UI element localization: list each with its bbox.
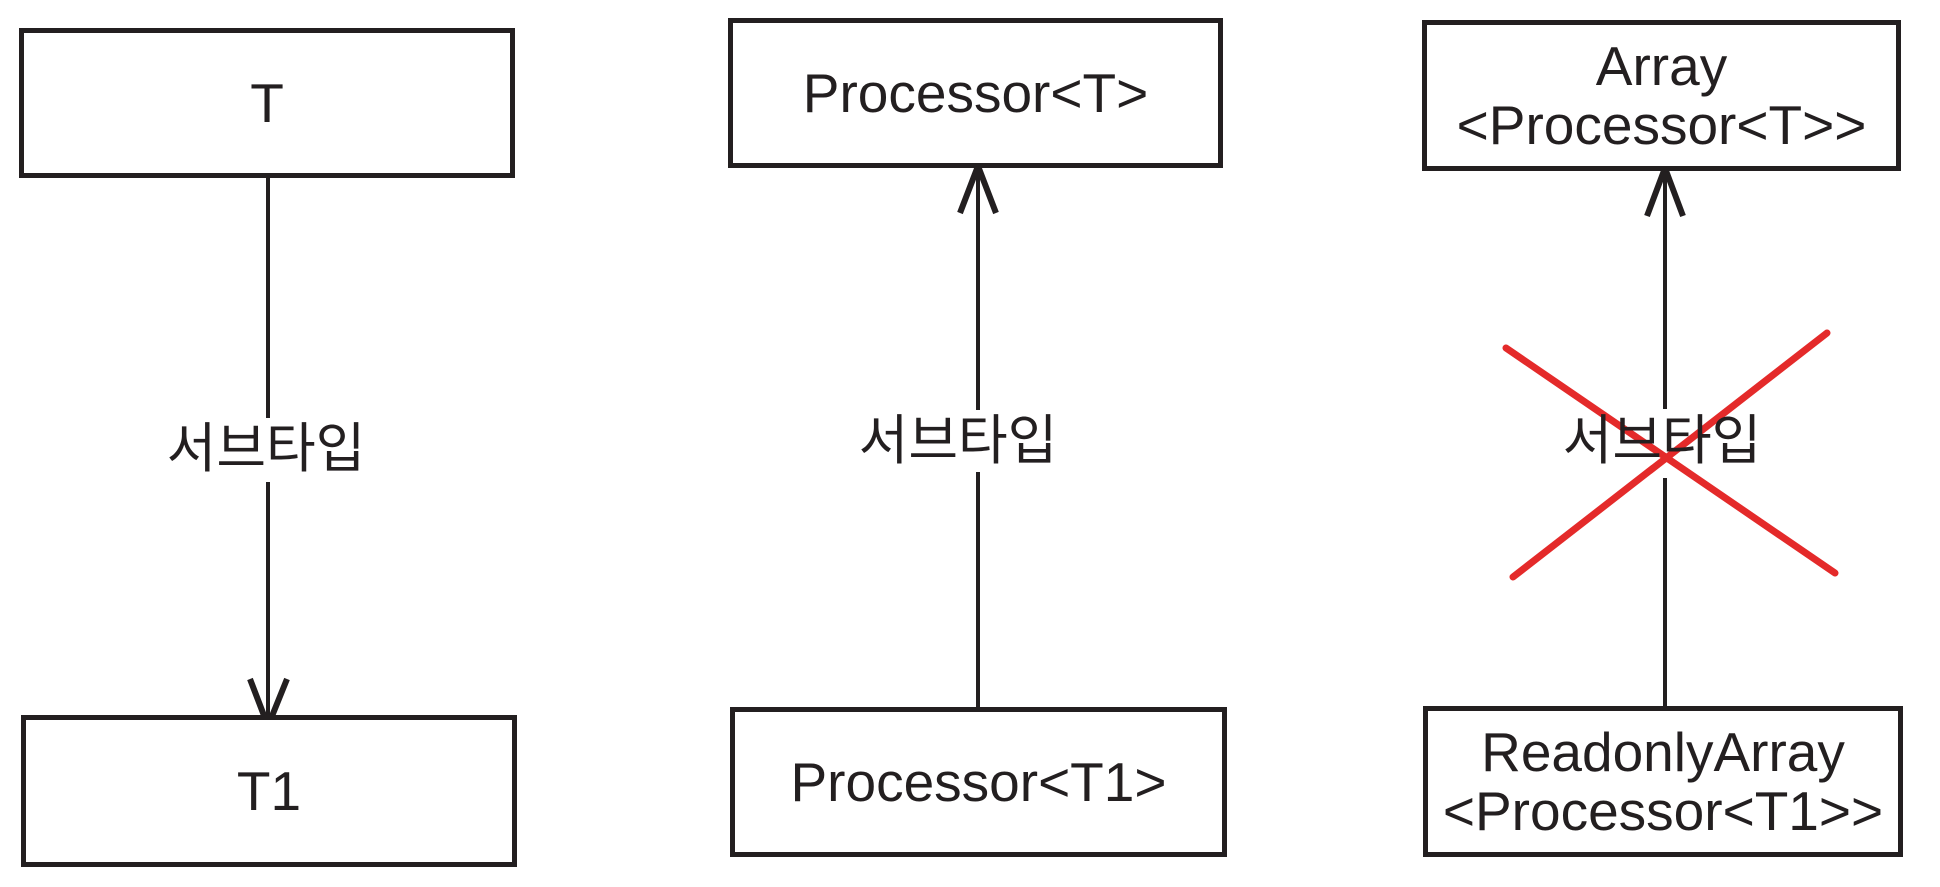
type-box-array-processor-t: Array <Processor<T>> bbox=[1422, 20, 1901, 171]
type-box-array-line2: <Processor<T>> bbox=[1456, 93, 1867, 156]
type-box-readonlyarray-line1: ReadonlyArray bbox=[1481, 721, 1845, 784]
type-box-processor-t-label: Processor<T> bbox=[802, 61, 1149, 124]
type-box-array-line1: Array bbox=[1595, 35, 1728, 98]
type-box-processor-t1: Processor<T1> bbox=[730, 707, 1227, 857]
type-box-readonlyarray-line2: <Processor<T1>> bbox=[1442, 779, 1884, 842]
type-box-processor-t1-label: Processor<T1> bbox=[790, 750, 1167, 813]
type-box-processor-t: Processor<T> bbox=[728, 18, 1223, 168]
type-box-t1-label: T1 bbox=[236, 759, 302, 822]
red-cross-icon bbox=[1502, 329, 1839, 581]
type-box-readonlyarray-processor-t1-label: ReadonlyArray <Processor<T1>> bbox=[1443, 723, 1883, 840]
red-cross-stroke-1 bbox=[1502, 344, 1839, 577]
subtype-edge-label-1: 서브타입 bbox=[166, 419, 366, 479]
subtype-edge-label-2: 서브타입 bbox=[858, 411, 1058, 471]
subtype-edge-label-3: 서브타입 bbox=[1562, 411, 1762, 471]
type-box-t1: T1 bbox=[21, 715, 517, 867]
type-box-t-label: T bbox=[250, 71, 284, 134]
type-box-array-processor-t-label: Array <Processor<T>> bbox=[1457, 37, 1867, 154]
type-box-readonlyarray-processor-t1: ReadonlyArray <Processor<T1>> bbox=[1423, 706, 1903, 857]
red-cross-stroke-2 bbox=[1509, 329, 1831, 581]
type-box-t: T bbox=[19, 28, 515, 178]
